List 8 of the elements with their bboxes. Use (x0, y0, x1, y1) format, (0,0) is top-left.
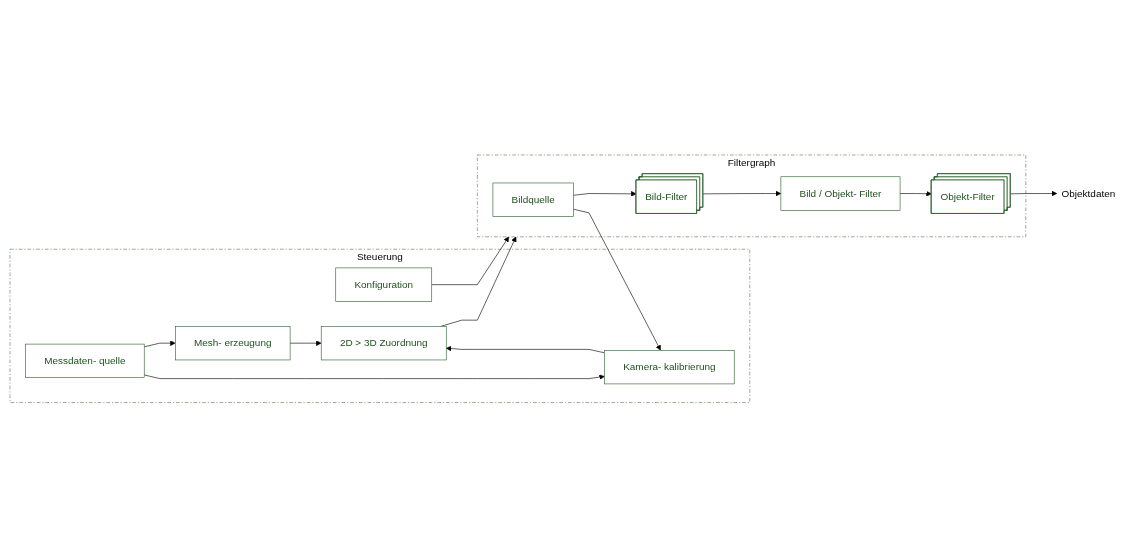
node-box: Bild / Objekt- Filter (780, 176, 900, 211)
node-box: Mesh- erzeugung (174, 325, 290, 360)
node-box: Bildquelle (492, 182, 574, 217)
node-box: Messdaten- quelle (24, 343, 145, 378)
node-box: Kamera- kalibrierung (603, 349, 735, 384)
node-box: 2D > 3D Zuordnung (320, 325, 447, 360)
node-text: Objektdaten (1061, 187, 1115, 199)
node-box: Konfiguration (334, 267, 432, 302)
